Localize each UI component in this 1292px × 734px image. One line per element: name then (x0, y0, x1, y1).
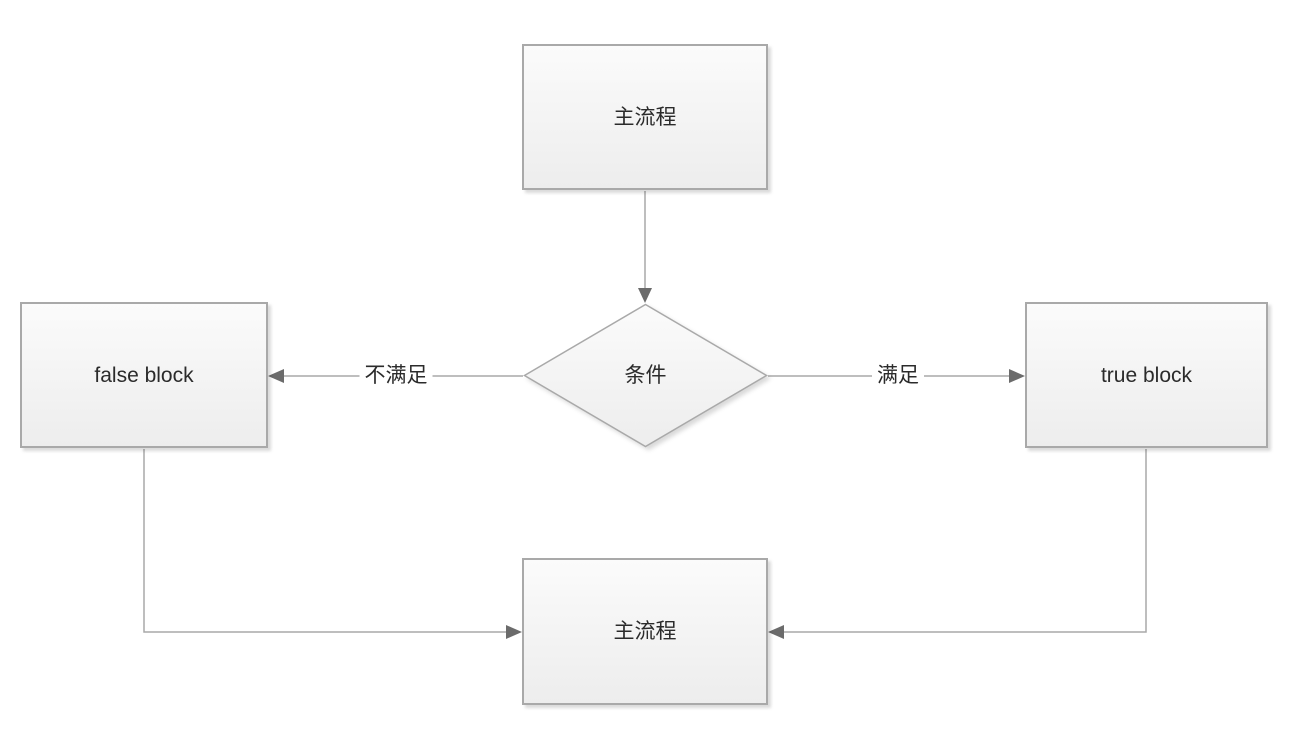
edge-label-satisfied: 满足 (872, 363, 924, 389)
node-condition: 条件 (523, 303, 768, 448)
node-end: 主流程 (522, 558, 768, 705)
node-false-block: false block (20, 302, 268, 448)
node-start: 主流程 (522, 44, 768, 190)
node-start-label: 主流程 (613, 105, 677, 129)
node-true-block-label: true block (1100, 363, 1193, 387)
edge-true-block-to-end (768, 449, 1147, 639)
edge-start-to-condition (638, 191, 652, 303)
edge-false-block-to-end (143, 449, 522, 639)
edge-label-not-satisfied: 不满足 (359, 363, 433, 389)
node-end-label: 主流程 (613, 620, 677, 643)
node-true-block: true block (1025, 302, 1268, 448)
node-false-block-label: false block (94, 363, 194, 387)
node-condition-label: 条件 (624, 364, 667, 387)
diamond-shape-icon (523, 303, 768, 448)
